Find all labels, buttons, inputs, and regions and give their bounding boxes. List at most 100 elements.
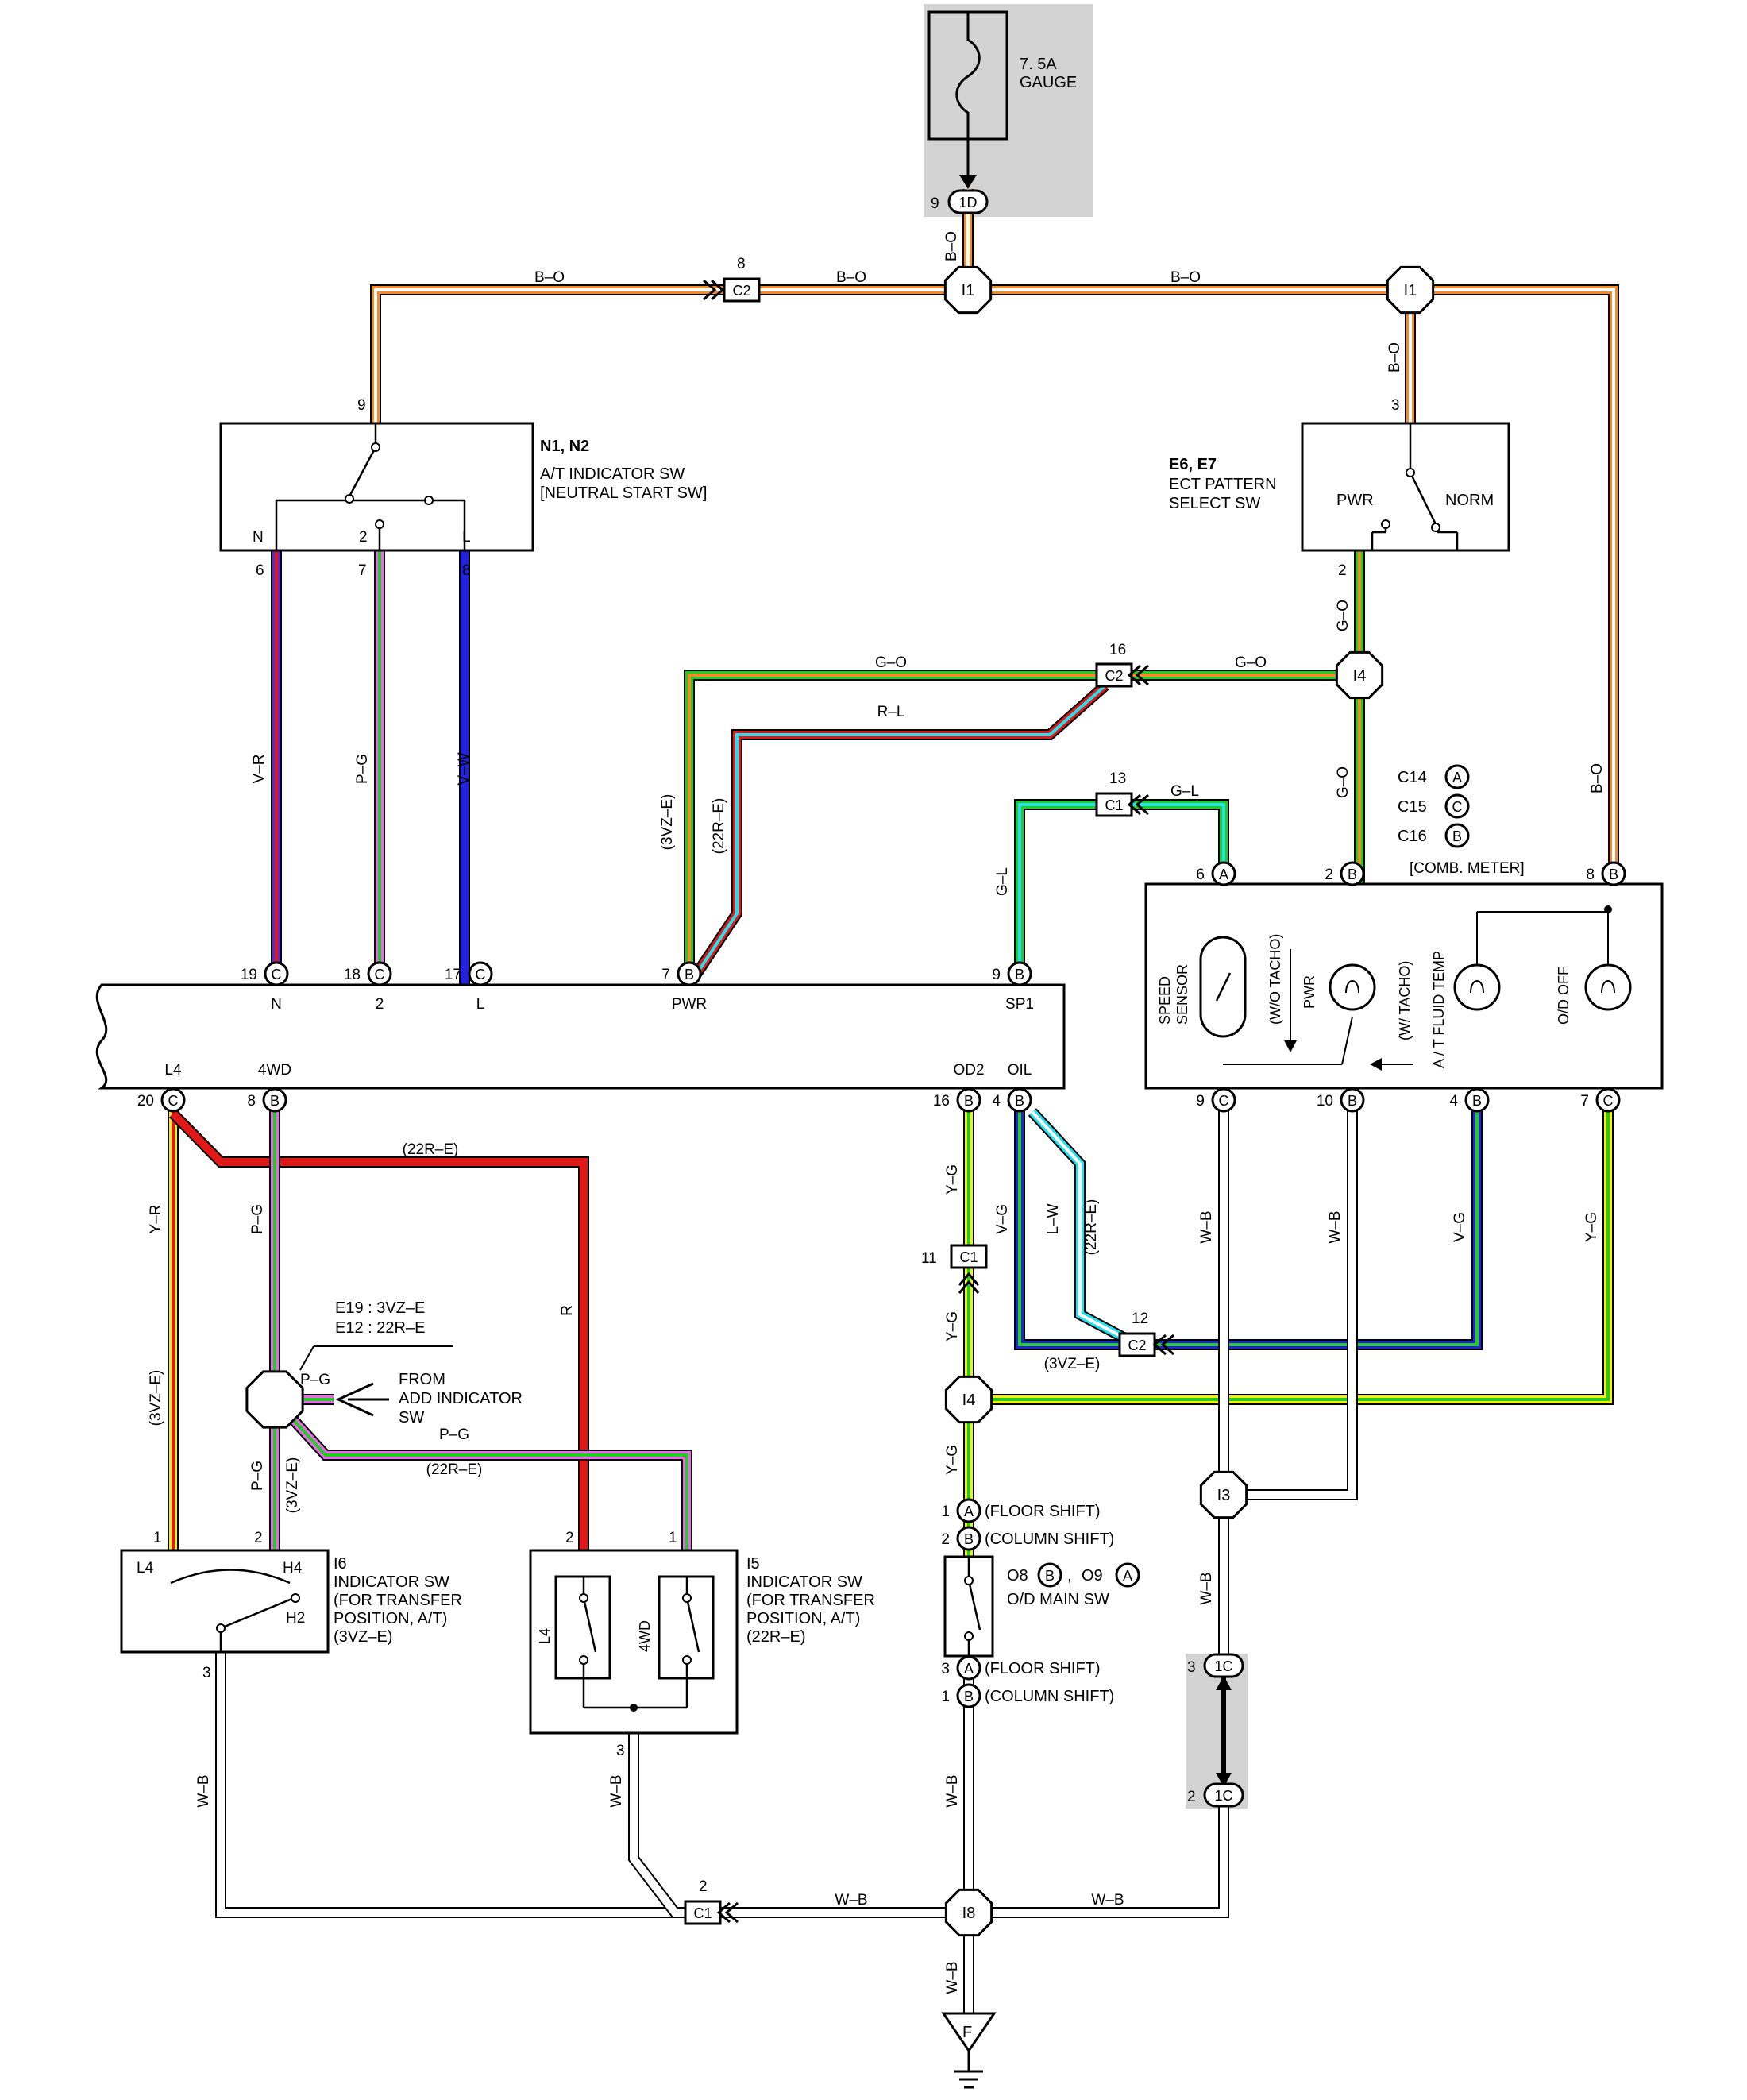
ecu-pin-n: C: [264, 961, 289, 986]
od-pin-number: 2: [941, 1531, 950, 1548]
chevron-right-icon: [703, 279, 725, 301]
i5-pin3: 3: [616, 1743, 625, 1759]
tacho-lamp-icon: [1329, 963, 1376, 1011]
wire-w-b-meter-10: [1224, 1088, 1358, 1500]
meter-pin-top: B: [1601, 861, 1626, 886]
wire-label-p-g: P–G: [249, 1461, 266, 1491]
arrow-down-icon: [1216, 1773, 1232, 1787]
wire-label-b-o: B–O: [836, 269, 866, 286]
ecu-terminal-l: L: [476, 996, 485, 1013]
wire-label-v-r: V–R: [251, 755, 268, 784]
wire-label-l-w: L–W: [1045, 1203, 1062, 1234]
connector-c1-mid-code: C1: [1105, 797, 1123, 813]
connector-c1-mid-pin: 13: [1109, 770, 1126, 787]
wire-w-b-1c-low: [969, 1807, 1229, 1918]
ecu-pin-2-letter: C: [375, 967, 385, 982]
ecu-pin-l: C: [468, 961, 493, 986]
neutral-start-switch-contacts: [275, 423, 466, 550]
wire-label-b-o: B–O: [1589, 763, 1606, 793]
arrow-down-icon: [959, 175, 977, 189]
ecu-terminal-pwr: PWR: [672, 996, 707, 1013]
ecu-terminal-4wd: 4WD: [258, 1062, 291, 1079]
wire-label-22re: (22R–E): [403, 1141, 459, 1158]
ecu-pin-number: 20: [137, 1093, 154, 1110]
ecu-pin-number: 16: [933, 1093, 950, 1110]
ecu-pin-number: 18: [344, 967, 361, 983]
i6-code: I6: [334, 1555, 347, 1573]
wire-label-b-o: B–O: [1386, 342, 1403, 373]
connector-c2-low: C2: [1118, 1332, 1156, 1357]
connector-c1-bot-code: C1: [693, 1905, 712, 1921]
i6-pin1: 1: [153, 1530, 162, 1546]
connector-1c-top-code: 1C: [1214, 1658, 1232, 1674]
i5-line2: (FOR TRANSFER: [746, 1592, 875, 1609]
wire-y-g-meter: [969, 1088, 1614, 1405]
nsw-code: N1, N2: [540, 438, 589, 455]
od-title-comma: ,: [1067, 1567, 1072, 1585]
junction-i3: I3: [1199, 1470, 1248, 1519]
connector-1c-bot-pin: 2: [1187, 1789, 1196, 1805]
i6-l4: L4: [137, 1560, 154, 1577]
contact-point-icon: [682, 1655, 692, 1665]
wire-label-w-b: W–B: [1327, 1210, 1344, 1243]
ecu-pin-4wd-letter: B: [270, 1093, 280, 1109]
od-pin-letter-letter: B: [964, 1689, 974, 1704]
meter-legend-letter: C: [1444, 793, 1470, 819]
wire-b-o-top: [370, 284, 1619, 884]
wire-label-22re: (22R–E): [711, 798, 727, 855]
fluid-temp-lamp-icon: [1453, 963, 1501, 1011]
wire-label-b-o: B–O: [534, 269, 565, 286]
fuse-element-icon: [955, 12, 981, 179]
od-pin-letter: B: [956, 1526, 981, 1551]
wire-label-b-o: B–O: [943, 231, 960, 261]
i6-line2: (FOR TRANSFER: [334, 1592, 462, 1609]
meter-title: [COMB. METER]: [1410, 860, 1525, 877]
nsw-terminal-n: N: [253, 529, 264, 546]
meter-pin-top-letter: A: [1219, 867, 1228, 882]
ecu-pin-oil-letter: B: [1015, 1093, 1024, 1109]
od-title-letter: A: [1115, 1562, 1140, 1588]
sensor-label: SENSOR: [1174, 964, 1190, 1025]
ecu-box: [95, 983, 1066, 1090]
junction-i1-right: I1: [1386, 265, 1435, 315]
wire-label-g-l: G–L: [1170, 783, 1199, 800]
junction-dot: [630, 1704, 638, 1712]
meter-legend-connector: C14: [1398, 769, 1427, 786]
wire-v-g: [1014, 1088, 1483, 1350]
ecu-pin-l4-letter: C: [168, 1093, 179, 1109]
meter-pin-number: 7: [1580, 1093, 1589, 1110]
nsw-pin-2: 7: [358, 562, 367, 579]
wire-label-w-b: W–B: [1198, 1210, 1215, 1243]
meter-legend-connector: C16: [1398, 828, 1427, 845]
nsw-pin-l: 8: [462, 562, 471, 579]
junction-i4-low-label: I4: [962, 1392, 976, 1409]
junction-i4-low: I4: [944, 1375, 993, 1424]
combination-meter-box: [1144, 882, 1664, 1090]
od-pin-letter: A: [956, 1498, 981, 1523]
i6-title: INDICATOR SW: [334, 1573, 449, 1591]
connector-1d-code: 1D: [958, 195, 977, 210]
wire-label-22re: (22R–E): [1083, 1199, 1100, 1256]
nsw-title: A/T INDICATOR SW: [540, 465, 685, 483]
e19-wire: P–G: [300, 1372, 330, 1388]
from-add-line3: SW: [399, 1409, 424, 1426]
ect-subtitle: SELECT SW: [1169, 495, 1260, 512]
i6-h4: H4: [283, 1560, 303, 1577]
i5-l4: L4: [537, 1628, 553, 1644]
junction-i4-top: I4: [1335, 650, 1384, 700]
meter-pin-number: 10: [1317, 1093, 1333, 1110]
od-pin-letter: B: [956, 1683, 981, 1708]
ect-code: E6, E7: [1169, 456, 1217, 473]
i5-pin1: 1: [669, 1530, 677, 1546]
nsw-terminal-2: 2: [359, 529, 368, 546]
wire-label-w-b: W–B: [195, 1774, 212, 1807]
meter-legend-letter-letter: A: [1452, 770, 1462, 786]
wire-w-b-i6: [215, 1652, 703, 1918]
meter-legend-letter: A: [1444, 764, 1470, 789]
ground-label: F: [962, 2024, 972, 2041]
wire-label-3vze: (3VZ–E): [1044, 1356, 1101, 1372]
od-title-letter-letter: A: [1123, 1568, 1132, 1584]
ecu-pin-pwr-letter: B: [685, 967, 694, 982]
ecu-pin-od2: B: [956, 1087, 981, 1113]
